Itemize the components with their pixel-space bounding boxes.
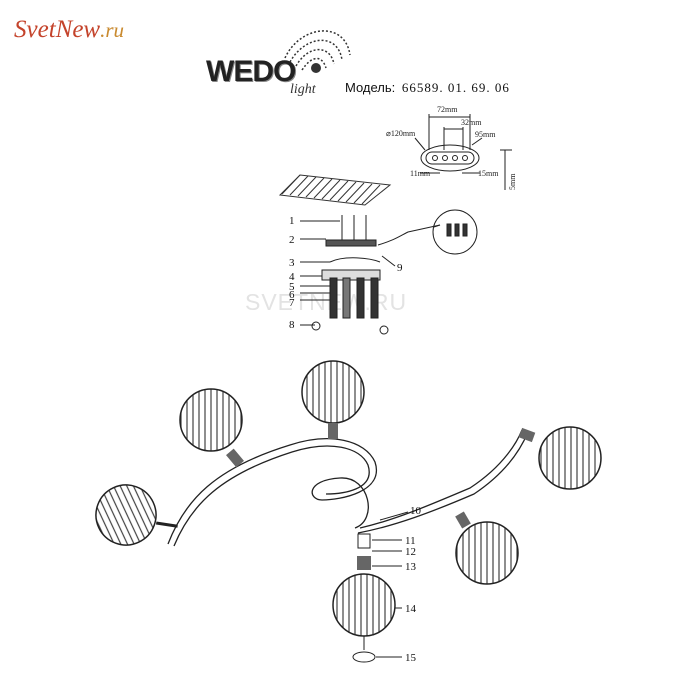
model-label: Модель: [345,80,396,95]
callout-6: 6 [289,289,295,301]
shade-4 [518,426,602,490]
callout-5: 5 [289,281,295,293]
callout-12: 12 [405,546,416,558]
dim-diameter: ⌀120mm [386,129,416,138]
model-number: 66589. 01. 69. 06 [401,80,510,95]
callout-1: 1 [289,215,295,227]
callout-leaders [372,511,409,658]
dim-15: 15mm [478,169,499,178]
model-line: Модель: 66589. 01. 69. 06 [345,80,510,96]
shade-1 [95,484,178,546]
site-logo-name: SvetNew [14,16,101,43]
callout-14: 14 [405,603,417,615]
callout-9: 9 [397,262,403,274]
shade-3 [301,360,365,439]
callout-10: 10 [410,505,422,517]
shade-6 [332,533,396,663]
dim-11: 11mm [410,169,431,178]
brand-logo: WEDO [206,55,296,88]
callout-7: 7 [289,297,295,309]
brand-swirl-icon [284,30,351,73]
dim-5: 5mm [508,173,517,190]
fixture-arm [167,429,529,547]
mounting-assembly [300,209,478,335]
site-logo-suffix: .ru [100,18,125,42]
callout-8: 8 [289,319,295,331]
callout-11: 11 [405,535,416,547]
site-logo: SvetNew.ru [14,16,124,44]
callout-13: 13 [405,561,417,573]
shade-2 [179,388,244,468]
callout-2: 2 [289,234,295,246]
brand-subtitle: light [290,82,316,97]
mounting-plate-dimension-drawing [414,114,512,190]
callout-3: 3 [289,257,295,269]
dim-32: 32mm [461,118,482,127]
callout-4: 4 [289,271,295,283]
ceiling-hatch [278,174,392,206]
callout-15: 15 [405,652,417,664]
shade-5 [455,511,519,585]
dim-95: 95mm [475,130,496,139]
dim-72: 72mm [437,105,458,114]
